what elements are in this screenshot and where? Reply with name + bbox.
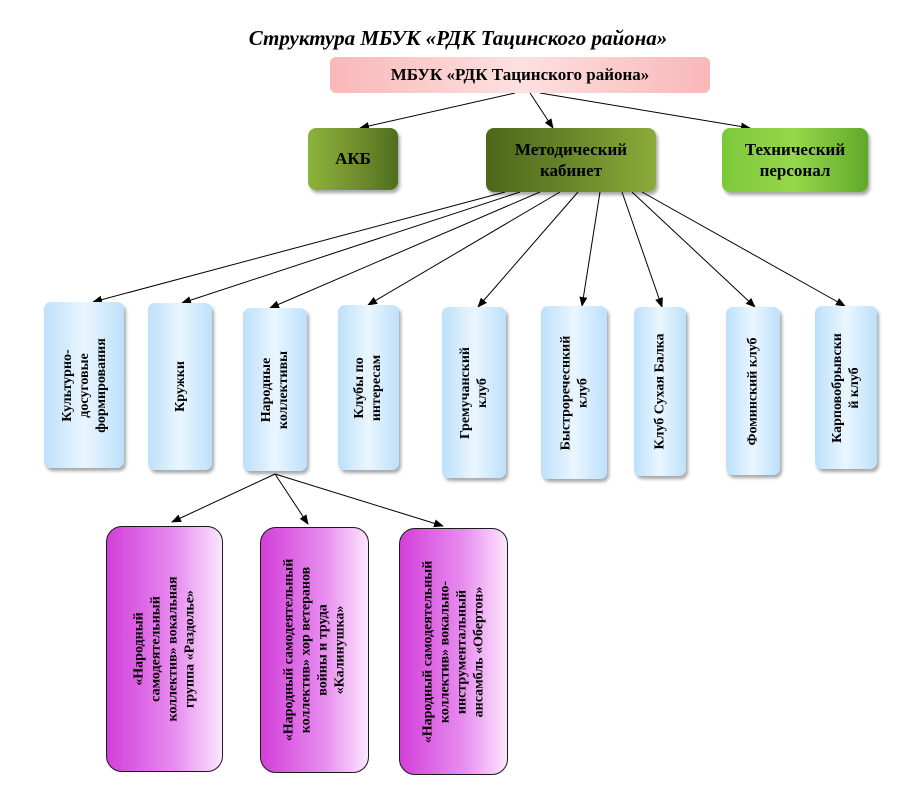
node-bystrorechensky-club: Быстроречеснкий клуб	[541, 306, 607, 479]
node-method-cabinet: Методический кабинет	[486, 128, 656, 192]
node-label: Карповобрывски й клуб	[830, 332, 863, 443]
node-label: Культурно- досуговые формирования	[59, 337, 109, 433]
arrow-root-akb	[359, 92, 516, 130]
node-razdolie-group: «Народный самодеятельный коллектив» вока…	[106, 526, 223, 772]
node-label: «Народный самодеятельный коллектив» вока…	[131, 576, 198, 722]
root-node: МБУК «РДК Тацинского района»	[330, 57, 710, 93]
arrow-method-kdf	[92, 191, 506, 304]
node-kruzhki: Кружки	[148, 303, 212, 470]
node-akb: АКБ	[308, 128, 398, 190]
node-label: Народные коллективы	[259, 350, 291, 429]
node-sukhaya-balka-club: Клуб Сухая Балка	[634, 307, 686, 476]
arrow-narodnye-oberton	[274, 473, 444, 528]
node-label: Клуб Сухая Балка	[652, 333, 668, 450]
node-interest-clubs: Клубы по интересам	[338, 305, 399, 470]
node-label: Кружки	[172, 361, 188, 412]
node-label: Фоминский клуб	[745, 336, 761, 446]
node-tech-label: Технический персонал	[744, 140, 846, 180]
node-folk-collectives: Народные коллективы	[243, 308, 307, 471]
arrow-method-fomin	[631, 191, 756, 308]
node-karpovobryvsky-club: Карповобрывски й клуб	[815, 306, 877, 469]
node-cultural-formations: Культурно- досуговые формирования	[44, 302, 124, 468]
arrow-narodnye-kalinushka	[274, 473, 309, 525]
node-oberton-ensemble: «Народный самодеятельный коллектив» вока…	[399, 528, 508, 775]
node-kalinushka-choir: «Народный самодеятельный коллектив» хор …	[260, 527, 369, 773]
arrow-method-karpov	[641, 191, 846, 307]
arrow-narodnye-razdolie	[171, 473, 276, 523]
arrow-method-kluby	[367, 191, 561, 306]
node-fominsky-club: Фоминский клуб	[726, 307, 780, 475]
root-label: МБУК «РДК Тацинского района»	[390, 65, 650, 84]
arrow-root-tech	[539, 92, 751, 131]
node-technical-staff: Технический персонал	[722, 128, 868, 192]
node-label: «Народный самодеятельный коллектив» хор …	[281, 558, 348, 742]
arrow-method-gremuch	[477, 191, 579, 308]
arrow-method-balka	[621, 191, 663, 308]
node-akb-label: АКБ	[335, 149, 371, 168]
node-label: «Народный самодеятельный коллектив» вока…	[420, 560, 487, 743]
node-gremuchansky-club: Гремучанский клуб	[442, 307, 506, 478]
diagram-title: Структура МБУК «РДК Тацинского района»	[248, 26, 668, 50]
arrow-method-narodnye	[269, 191, 541, 309]
node-label: Гремучанский клуб	[458, 346, 490, 439]
arrow-method-bystro	[579, 191, 601, 307]
arrow-method-kruzhki	[181, 191, 521, 304]
node-label: Клубы по интересам	[352, 354, 385, 421]
node-method-label: Методический кабинет	[514, 140, 628, 180]
node-label: Быстроречеснкий клуб	[558, 335, 590, 450]
arrow-root-method	[529, 92, 554, 129]
